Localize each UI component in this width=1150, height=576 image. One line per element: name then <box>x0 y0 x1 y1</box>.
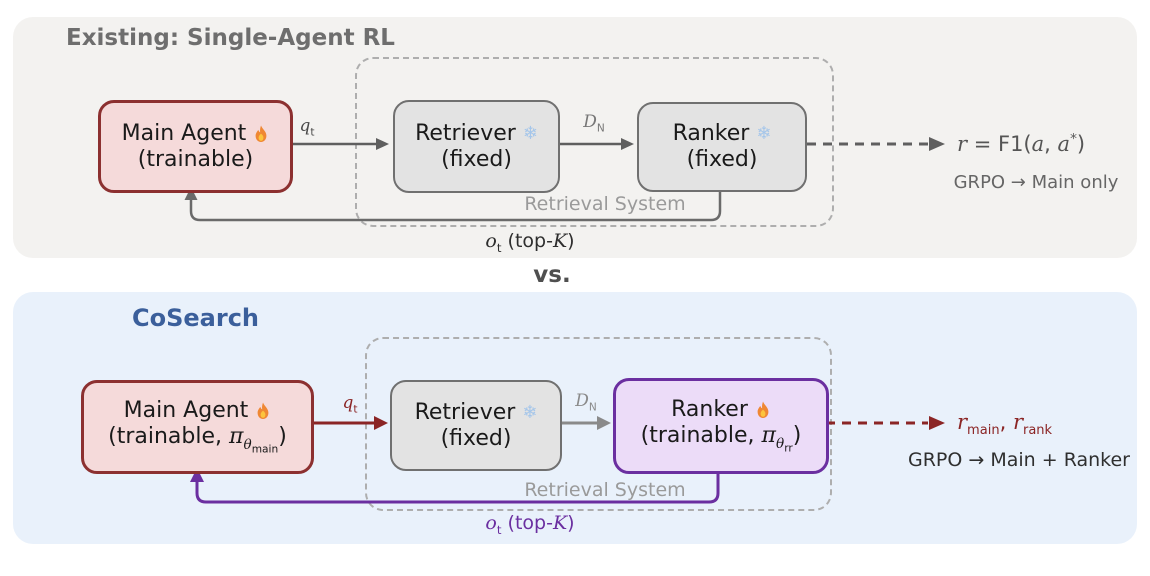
feedback-path-bottom <box>195 468 720 504</box>
ranker-box-top: Ranker ❄ (fixed) <box>637 102 807 192</box>
main-agent-label: Main Agent <box>123 398 249 424</box>
retriever-subtitle: (fixed) <box>441 146 512 172</box>
arrowhead-icon <box>929 137 945 151</box>
flame-icon <box>257 402 269 420</box>
snowflake-icon: ❄ <box>756 123 772 145</box>
arrowhead-icon <box>374 416 388 430</box>
ranker-subtitle: (trainable, πθrr) <box>640 423 802 455</box>
reward-formula-top: r = F1(a, a*) <box>957 131 1086 156</box>
query-label-top: qt <box>299 116 315 139</box>
retriever-box-bottom: Retriever ❄ (fixed) <box>390 380 562 471</box>
top-panel-title: Existing: Single-Agent RL <box>66 25 395 51</box>
snowflake-icon: ❄ <box>522 401 538 423</box>
snowflake-icon: ❄ <box>522 122 538 144</box>
main-agent-subtitle: (trainable, πθmain) <box>108 424 287 456</box>
main-agent-subtitle: (trainable) <box>137 146 254 172</box>
cosearch-panel-title: CoSearch <box>132 304 260 332</box>
ranker-label: Ranker <box>671 397 748 423</box>
flame-icon <box>255 125 267 142</box>
flame-icon <box>757 401 769 419</box>
grpo-note-top: GRPO → Main only <box>953 172 1119 193</box>
main-agent-box-top: Main Agent (trainable) <box>98 100 293 193</box>
grpo-note-bottom: GRPO → Main + Ranker <box>908 449 1130 471</box>
arrowhead-icon <box>621 138 634 150</box>
query-label-bottom: qt <box>342 393 358 416</box>
ranker-label: Ranker <box>672 121 750 147</box>
retriever-label: Retriever <box>415 120 516 146</box>
arrowhead-icon <box>184 187 198 200</box>
retriever-label: Retriever <box>414 399 516 425</box>
retrieval-system-label-bottom: Retrieval System <box>524 479 686 501</box>
main-agent-box-bottom: Main Agent (trainable, πθmain) <box>81 380 314 474</box>
retriever-subtitle: (fixed) <box>440 425 512 451</box>
feedback-path-top <box>189 189 722 222</box>
arrowhead-icon <box>376 138 389 150</box>
observation-label-bottom: ot (top-K) <box>485 512 575 537</box>
ranker-subtitle: (fixed) <box>686 147 758 172</box>
retrieval-system-label-top: Retrieval System <box>524 193 686 215</box>
ranker-box-bottom: Ranker (trainable, πθrr) <box>613 378 829 474</box>
arrowhead-icon <box>597 416 611 430</box>
arrowhead-icon <box>190 468 204 482</box>
reward-formula-bottom: rmain, rrank <box>957 410 1053 439</box>
docs-label-top: DN <box>583 112 605 135</box>
arrowhead-icon <box>929 416 945 430</box>
vs-label: vs. <box>533 262 571 288</box>
observation-label-top: ot (top-K) <box>485 230 575 255</box>
main-agent-label: Main Agent <box>121 120 247 146</box>
retrieval-system-container-top <box>355 57 834 227</box>
retriever-box-top: Retriever ❄ (fixed) <box>393 100 560 193</box>
docs-label-bottom: DN <box>575 391 597 414</box>
